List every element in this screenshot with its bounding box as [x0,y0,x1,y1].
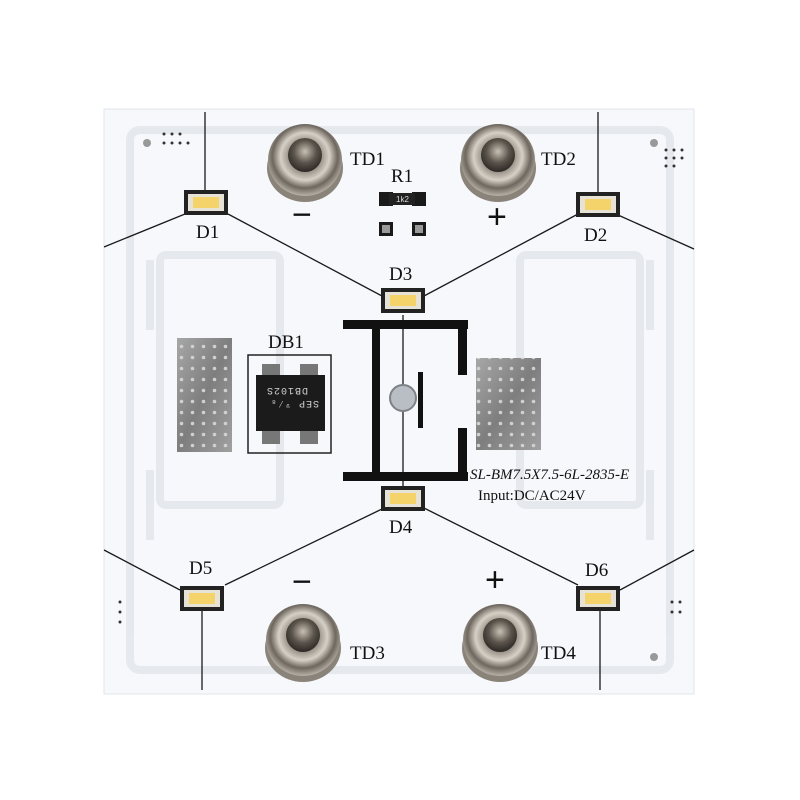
db1-marking-1: SEP ⁹⁄₈ [270,397,320,408]
terminal-td4 [462,604,538,682]
terminal-td2 [460,124,536,202]
d1-label: D1 [196,222,220,243]
led-d6 [576,586,620,611]
db1-outline [247,354,332,454]
led-d3 [381,288,425,313]
td2-polarity: + [487,198,507,236]
r1-label: R1 [391,166,414,187]
db1-marking-2: DB102S [266,384,309,395]
d2-label: D2 [584,225,608,246]
input-rating: Input:DC/AC24V [478,488,586,504]
d4-label: D4 [389,517,413,538]
led-d2 [576,192,620,217]
led-d1 [184,190,228,215]
td1-polarity: − [292,196,312,234]
corner-vias [118,132,684,661]
part-number: SL-BM7.5X7.5-6L-2835-E [470,467,630,483]
db1-label: DB1 [268,332,304,353]
td3-polarity: − [292,563,312,601]
d5-label: D5 [189,558,213,579]
terminal-td1 [267,124,343,202]
td1-label: TD1 [350,149,385,170]
led-d5 [180,586,224,611]
td3-label: TD3 [350,643,385,664]
terminal-td3 [265,604,341,682]
center-hole [389,384,417,412]
trace-lines [103,112,695,690]
e-trace [343,320,468,481]
d3-label: D3 [389,264,413,285]
td4-polarity: + [485,561,505,599]
r1-marking: 1k2 [396,195,409,204]
r1-body [389,193,415,205]
d6-label: D6 [585,560,609,581]
led-d4 [381,486,425,511]
db1-body [256,375,325,431]
td4-label: TD4 [541,643,576,664]
td2-label: TD2 [541,149,576,170]
